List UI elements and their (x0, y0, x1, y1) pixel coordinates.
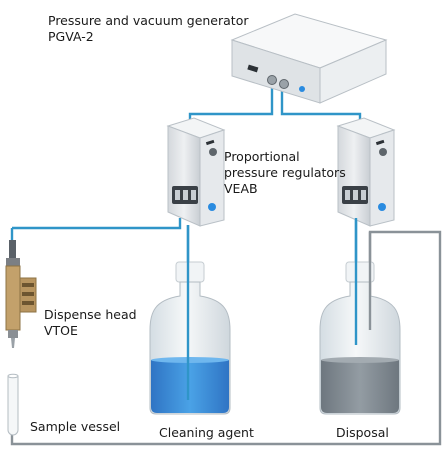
pressure-vacuum-generator (230, 13, 388, 104)
generator-label-line2: PGVA-2 (48, 29, 94, 44)
sample-vessel (7, 373, 19, 436)
regulators-label: Proportional pressure regulators VEAB (224, 149, 346, 197)
cleaning-agent-bottle (149, 225, 231, 415)
cleaning-agent-label: Cleaning agent (159, 425, 254, 440)
generator-label-line1: Pressure and vacuum generator (48, 13, 249, 28)
dispense-head (5, 240, 37, 348)
regulators-label-line3: VEAB (224, 181, 258, 196)
generator-label: Pressure and vacuum generator PGVA-2 (48, 13, 249, 45)
sample-vessel-label: Sample vessel (30, 419, 121, 434)
disposal-label: Disposal (336, 425, 389, 440)
dispense-head-label-line1: Dispense head (44, 307, 137, 322)
regulators-label-line2: pressure regulators (224, 165, 346, 180)
pressure-regulator-right (336, 117, 396, 227)
regulators-label-line1: Proportional (224, 149, 300, 164)
dispense-head-label-line2: VTOE (44, 323, 78, 338)
pressure-regulator-left (166, 117, 226, 227)
dispense-head-label: Dispense head VTOE (44, 307, 137, 339)
disposal-bottle (319, 218, 401, 415)
